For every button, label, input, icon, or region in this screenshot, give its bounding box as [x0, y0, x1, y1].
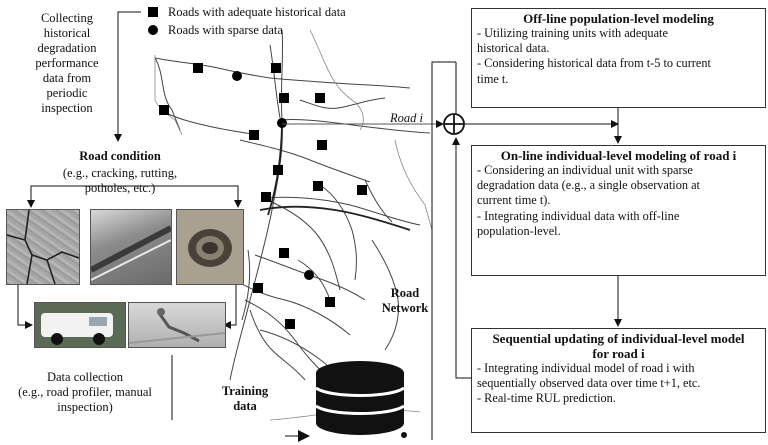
- collect-arrow: [114, 11, 141, 142]
- database-icon: [315, 361, 405, 435]
- play-icon: [298, 430, 310, 442]
- rutting-photo: [90, 209, 172, 285]
- square-marker: [313, 181, 323, 191]
- square-marker: [315, 93, 325, 103]
- square-marker: [317, 140, 327, 150]
- offline-title: Off-line population-level modeling: [523, 11, 714, 26]
- manual-inspection-photo: [128, 302, 226, 348]
- square-marker: [273, 165, 283, 175]
- sparse-data-markers: [232, 71, 314, 280]
- sequential-body: - Integrating individual model of road i…: [477, 361, 701, 406]
- legend-sparse-label: Roads with sparse data: [168, 23, 283, 37]
- offline-modeling-box: Off-line population-level modeling - Uti…: [471, 8, 766, 108]
- pothole-photo: [176, 209, 244, 285]
- online-title: On-line individual-level modeling of roa…: [500, 148, 737, 163]
- legend-adequate-label: Roads with adequate historical data: [168, 5, 346, 19]
- square-marker: [271, 63, 281, 73]
- circle-marker: [304, 270, 314, 280]
- road-i-label: Road i: [390, 111, 423, 125]
- offline-body: - Utilizing training units with adequate…: [477, 26, 711, 86]
- data-collection-text: Data collection (e.g., road profiler, ma…: [18, 370, 152, 414]
- circle-plus-icon: [443, 113, 465, 135]
- sequential-title: Sequential updating of individual-level …: [492, 331, 745, 361]
- legend-circle-marker: [148, 25, 158, 35]
- adequate-data-markers: [159, 63, 367, 329]
- cracked-pavement-photo: [6, 209, 80, 285]
- training-data-label: Training data: [221, 384, 269, 413]
- road-condition-desc: (e.g., cracking, rutting, potholes, etc.…: [62, 166, 178, 195]
- legend-square-marker: [148, 7, 158, 17]
- square-marker: [249, 130, 259, 140]
- survey-van-photo: [34, 302, 126, 348]
- square-marker: [193, 63, 203, 73]
- square-marker: [357, 185, 367, 195]
- road-condition-title: Road condition: [79, 149, 161, 163]
- square-marker: [279, 93, 289, 103]
- online-modeling-box: On-line individual-level modeling of roa…: [471, 145, 766, 276]
- square-marker: [325, 297, 335, 307]
- square-marker: [253, 283, 263, 293]
- online-body: - Considering an individual unit with sp…: [477, 163, 700, 238]
- circle-marker: [232, 71, 242, 81]
- square-marker: [261, 192, 271, 202]
- square-marker: [285, 319, 295, 329]
- circle-marker: [277, 118, 287, 128]
- sequential-updating-box: Sequential updating of individual-level …: [471, 328, 766, 433]
- square-marker: [279, 248, 289, 258]
- road-network-label: Road Network: [381, 286, 429, 315]
- square-marker: [159, 105, 169, 115]
- collecting-text: Collecting historical degradation perfor…: [35, 11, 99, 115]
